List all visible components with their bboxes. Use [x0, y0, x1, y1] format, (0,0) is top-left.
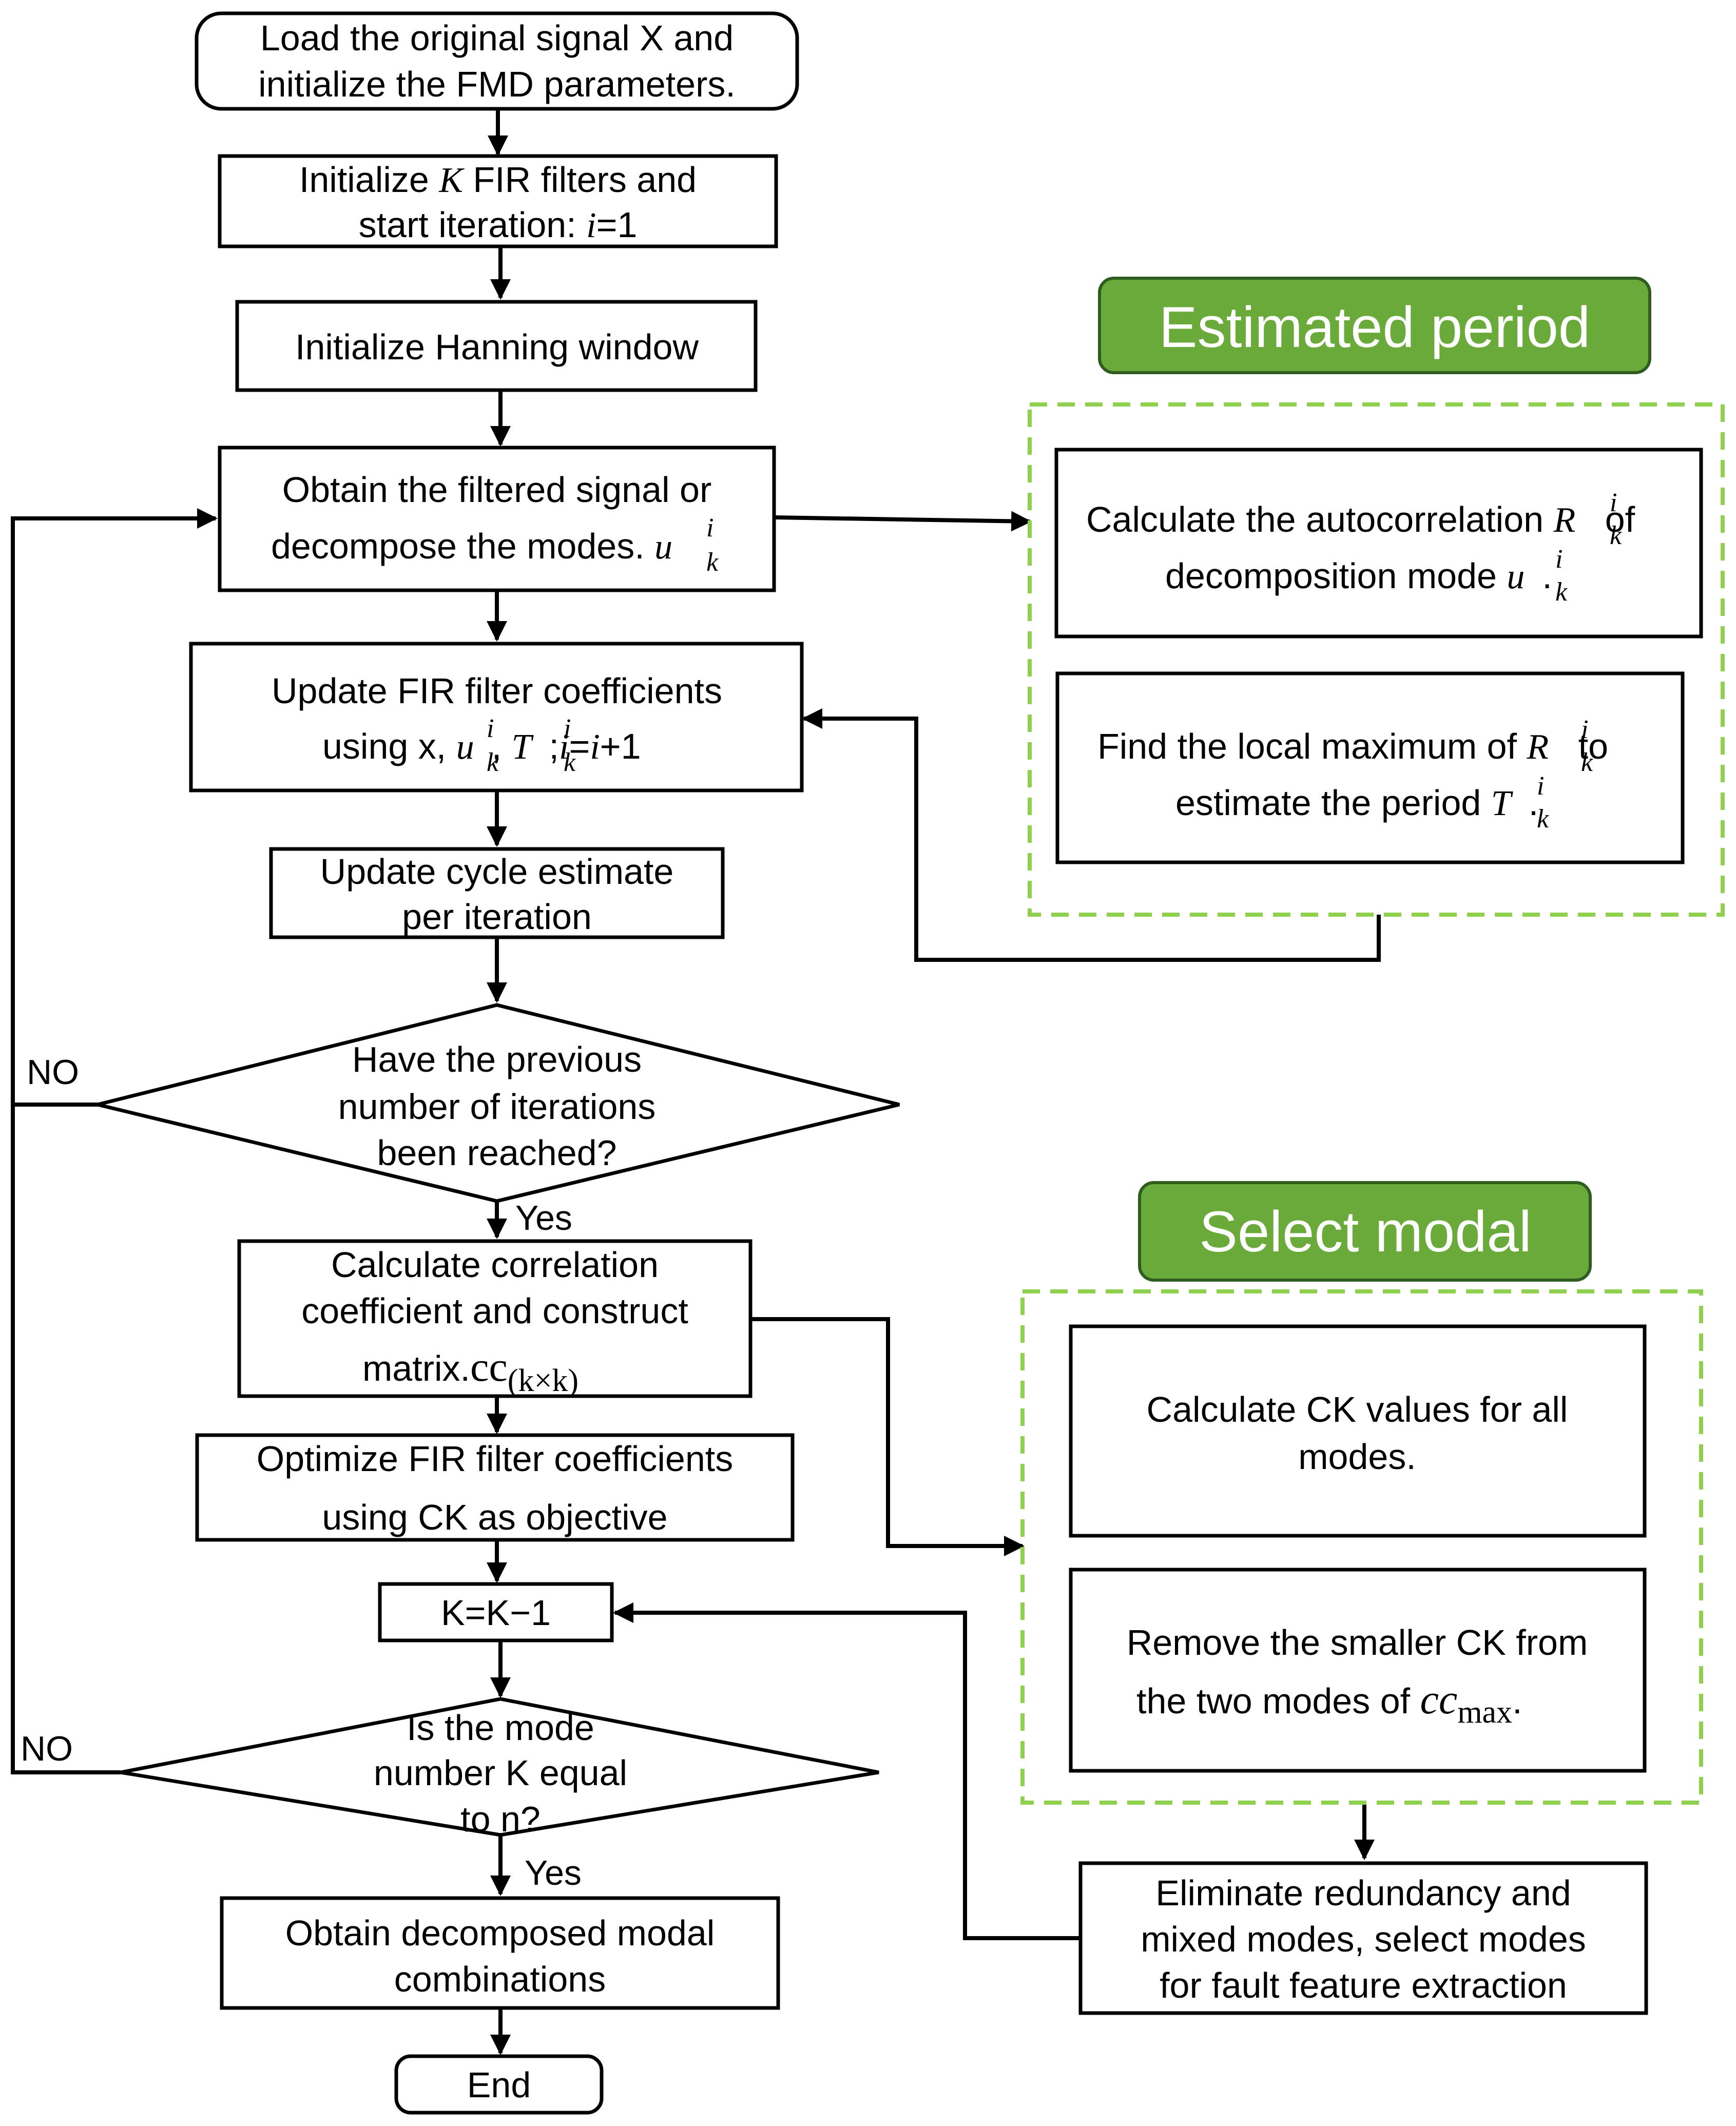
feedback-eliminate-to-k [613, 1602, 1081, 1940]
corr-line1: Calculate correlation [331, 1245, 659, 1285]
decision2-line3: to n? [460, 1799, 541, 1839]
select-modal-title: Select modal [1199, 1200, 1531, 1264]
arrow-obtain-to-autocorr [774, 511, 1032, 532]
loop-no-decision2 [11, 1105, 121, 1774]
update-u-sup-i: i [487, 714, 494, 743]
ck-line2: modes. [1298, 1437, 1416, 1477]
k-update-label: K=K−1 [441, 1593, 551, 1633]
remove-line2: the two modes of ccmax. [1136, 1676, 1522, 1730]
node-obtain-modal: Obtain decomposed modal combinations [220, 1896, 780, 2010]
localmax-t-sub-k: k [1537, 804, 1549, 834]
label-yes-2: Yes [525, 1853, 582, 1892]
node-eliminate: Eliminate redundancy and mixed modes, se… [1078, 1861, 1648, 2015]
eliminate-line3: for fault feature extraction [1160, 1965, 1567, 2005]
end-label: End [467, 2065, 531, 2105]
load-line2: initialize the FMD parameters. [258, 64, 736, 104]
banner-estimated-period [1098, 277, 1651, 374]
decision2-line2: number K equal [374, 1753, 627, 1793]
loop-no-decision1 [11, 508, 218, 1107]
obtain-line1: Obtain the filtered signal or [282, 470, 712, 510]
node-optimize: Optimize FIR filter coefficients using C… [195, 1433, 795, 1542]
update-t-sup-i: i [564, 714, 571, 743]
obtain-modal-line2: combinations [394, 1959, 606, 1999]
connectors [11, 109, 1381, 2055]
optimize-line1: Optimize FIR filter coefficients [257, 1439, 733, 1479]
node-update-fir: Update FIR filter coefficients using x, … [189, 642, 804, 793]
decision-iterations: Have the previous number of iterations b… [97, 1003, 900, 1203]
section-estimated-period: Estimated period Calculate the autocorre… [1028, 277, 1725, 917]
decision2-line1: Is the mode [407, 1708, 594, 1748]
node-cycle-estimate: Update cycle estimate per iteration [269, 847, 725, 939]
localmax-line1: Find the local maximum of R to [1097, 726, 1608, 767]
localmax-r-sup-i: i [1581, 715, 1588, 744]
select-modal-frame [1020, 1289, 1703, 1805]
obtain-line2: decompose the modes. u [271, 526, 672, 567]
autocorr-r-sub-k: k [1610, 521, 1622, 550]
node-hanning: Initialize Hanning window [235, 300, 758, 392]
localmax-line2: estimate the period T. [1175, 783, 1538, 823]
autocorr-line1: Calculate the autocorrelation R of [1086, 499, 1635, 540]
node-calculate-ck: Calculate CK values for all modes. [1069, 1324, 1647, 1538]
estimated-period-frame [1028, 402, 1725, 917]
obtain-sup-i: i [706, 513, 713, 543]
update-u-sub-k: k [487, 748, 499, 777]
cycle-line1: Update cycle estimate [320, 852, 674, 892]
remove-line1: Remove the smaller CK from [1127, 1622, 1588, 1663]
cycle-line2: per iteration [402, 897, 592, 937]
localmax-r-sub-k: k [1581, 748, 1593, 777]
label-yes-1: Yes [515, 1199, 572, 1238]
eliminate-line2: mixed modes, select modes [1141, 1919, 1586, 1959]
update-fir-line2: using x, u, T;i=i+1 [322, 726, 641, 767]
node-init-fir: Initialize K FIR filters and start itera… [218, 154, 778, 248]
ck-line1: Calculate CK values for all [1147, 1389, 1568, 1429]
node-autocorrelation: Calculate the autocorrelation R of i k d… [1054, 448, 1703, 639]
corr-line3: matrix.cc(k×k) [362, 1343, 578, 1398]
section-select-modal: Select modal Calculate CK values for all… [1020, 1181, 1703, 1805]
node-obtain-filtered: Obtain the filtered signal or decompose … [218, 446, 776, 592]
node-remove-smaller-ck: Remove the smaller CK from the two modes… [1069, 1568, 1647, 1773]
decision1-line1: Have the previous [352, 1039, 642, 1079]
corr-line2: coefficient and construct [301, 1291, 688, 1331]
node-correlation: Calculate correlation coefficient and co… [237, 1239, 753, 1398]
banner-select-modal [1138, 1181, 1592, 1282]
init-fir-line1: Initialize K FIR filters and [299, 160, 697, 200]
node-load-signal: Load the original signal X and initializ… [195, 11, 799, 111]
node-k-update: K=K−1 [378, 1582, 614, 1642]
estimated-period-title: Estimated period [1159, 295, 1590, 359]
feedback-period-to-update [802, 708, 1381, 962]
autocorr-line2: decomposition mode u. [1165, 556, 1552, 596]
label-no-2: NO [21, 1729, 73, 1768]
decision1-line2: number of iterations [338, 1087, 656, 1127]
init-fir-line2: start iteration: i=1 [359, 205, 638, 245]
decision-mode-number: Is the mode number K equal to n? [120, 1697, 879, 1839]
obtain-modal-line1: Obtain decomposed modal [285, 1913, 715, 1953]
obtain-sub-k: k [706, 548, 719, 577]
autocorr-r-sup-i: i [1610, 488, 1617, 517]
update-fir-line1: Update FIR filter coefficients [272, 671, 722, 711]
update-t-sub-k: k [564, 748, 576, 777]
decision1-line3: been reached? [377, 1133, 616, 1173]
localmax-t-sup-i: i [1537, 771, 1544, 801]
node-end: End [394, 2054, 604, 2115]
eliminate-line1: Eliminate redundancy and [1155, 1873, 1571, 1913]
label-no-1: NO [27, 1053, 79, 1092]
hanning-label: Initialize Hanning window [295, 327, 699, 367]
autocorr-u-sub-k: k [1555, 577, 1568, 607]
autocorr-u-sup-i: i [1555, 545, 1563, 574]
optimize-line2: using CK as objective [322, 1497, 667, 1537]
load-line1: Load the original signal X and [260, 18, 734, 58]
arrow-corr-to-select [750, 1317, 1025, 1556]
node-local-maximum: Find the local maximum of R to i k estim… [1055, 671, 1685, 864]
